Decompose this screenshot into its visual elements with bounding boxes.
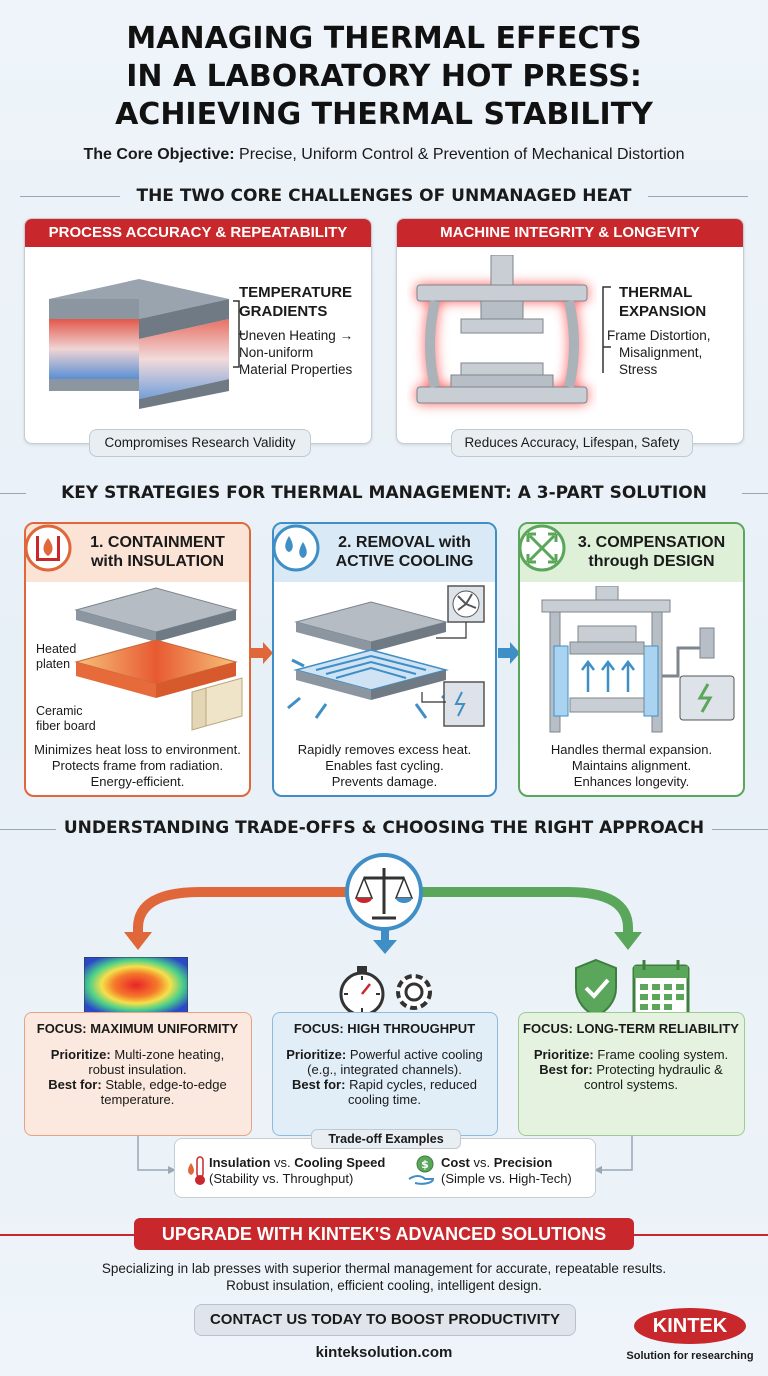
arrow-right-icon bbox=[498, 642, 520, 664]
water-drops-icon bbox=[274, 524, 320, 572]
strategy-description: Minimizes heat loss to environment. Prot… bbox=[34, 742, 241, 789]
tradeoff-examples-box: Trade-off Examples Insulation vs. Coolin… bbox=[174, 1129, 596, 1198]
strategy-card-insulation: 1. CONTAINMENT with INSULATION Heated pl… bbox=[24, 522, 251, 797]
divider bbox=[712, 829, 768, 830]
focus-card-uniformity: FOCUS: MAXIMUM UNIFORMITY Prioritize: Mu… bbox=[24, 1012, 252, 1136]
compensation-design-illustration bbox=[541, 586, 735, 733]
money-hand-icon: $ bbox=[408, 1155, 435, 1185]
upgrade-banner: UPGRADE WITH KINTEK'S ADVANCED SOLUTIONS bbox=[134, 1218, 634, 1250]
focus-card-reliability: FOCUS: LONG-TERM RELIABILITY Prioritize:… bbox=[518, 1012, 745, 1136]
strategy-card-design: 3. COMPENSATION through DESIGN Handles t… bbox=[518, 522, 745, 797]
expansion-arrows-icon bbox=[520, 524, 566, 572]
bracket-icon bbox=[233, 300, 245, 368]
tradeoff-examples-title: Trade-off Examples bbox=[311, 1129, 461, 1149]
stopwatch-gear-icon bbox=[339, 966, 432, 1017]
connector-lines bbox=[137, 1136, 633, 1174]
thermometer-flame-icon bbox=[188, 1156, 205, 1185]
cta-description: Specializing in lab presses with superio… bbox=[101, 1261, 667, 1293]
tradeoff-branches bbox=[124, 887, 642, 954]
label-heated-platen: Heated platen bbox=[36, 642, 77, 671]
footer-pill: Compromises Research Validity bbox=[89, 429, 311, 457]
challenge-card-integrity: MACHINE INTEGRITY & LONGEVITY THERMAL EX… bbox=[396, 218, 744, 457]
divider bbox=[742, 493, 768, 494]
strategy-card-cooling: 2. REMOVAL with ACTIVE COOLING Rapidly r… bbox=[272, 522, 497, 797]
challenge-card-accuracy: PROCESS ACCURACY & REPEATABILITY TEMPERA… bbox=[24, 218, 372, 457]
contact-button[interactable]: CONTACT US TODAY TO BOOST PRODUCTIVITY bbox=[194, 1304, 576, 1336]
tradeoffs-heading: UNDERSTANDING TRADE-OFFS & CHOOSING THE … bbox=[63, 818, 705, 838]
label-gradients: GRADIENTS bbox=[239, 303, 328, 320]
bracket-icon bbox=[602, 286, 611, 373]
kintek-logo: KINTEK bbox=[634, 1308, 746, 1344]
heatmap-uniformity-icon bbox=[84, 957, 188, 1013]
strategies-heading: KEY STRATEGIES FOR THERMAL MANAGEMENT: A… bbox=[61, 483, 707, 503]
svg-text:$: $ bbox=[421, 1158, 429, 1171]
tradeoff-example-2: Cost vs. Precision (Simple vs. High-Tech… bbox=[441, 1155, 572, 1186]
temperature-gradient-block-icon bbox=[49, 279, 229, 409]
logo-tagline: Solution for researching bbox=[626, 1350, 754, 1362]
website-link[interactable]: kinteksolution.com bbox=[315, 1344, 453, 1361]
label-temperature: TEMPERATURE bbox=[239, 284, 353, 301]
challenges-heading: THE TWO CORE CHALLENGES OF UNMANAGED HEA… bbox=[136, 186, 632, 206]
arrow-right-icon bbox=[251, 642, 273, 664]
tradeoff-example-1: Insulation vs. Cooling Speed (Stability … bbox=[209, 1155, 386, 1186]
divider bbox=[0, 493, 26, 494]
focus-card-throughput: FOCUS: HIGH THROUGHPUT Prioritize: Power… bbox=[272, 1012, 498, 1136]
strategy-description: Rapidly removes excess heat. Enables fas… bbox=[297, 742, 472, 789]
card-header: PROCESS ACCURACY & REPEATABILITY bbox=[25, 219, 371, 247]
divider bbox=[20, 196, 120, 197]
heated-platen-illustration bbox=[74, 587, 243, 731]
divider bbox=[648, 196, 748, 197]
page-title: MANAGING THERMAL EFFECTS IN A LABORATORY… bbox=[115, 21, 653, 132]
distorted-frame-icon bbox=[407, 255, 597, 430]
divider bbox=[0, 829, 56, 830]
strategy-description: Handles thermal expansion. Maintains ali… bbox=[550, 742, 713, 789]
card-header: MACHINE INTEGRITY & LONGEVITY bbox=[397, 219, 743, 247]
core-objective: The Core Objective: Precise, Uniform Con… bbox=[83, 146, 685, 163]
label-ceramic-fiber: Ceramic fiber board bbox=[36, 704, 96, 733]
footer-pill: Reduces Accuracy, Lifespan, Safety bbox=[451, 429, 693, 457]
label-expansion: EXPANSION bbox=[619, 303, 707, 320]
shield-calendar-icon bbox=[575, 958, 690, 1018]
insulation-flame-icon bbox=[26, 524, 72, 572]
label-thermal: THERMAL bbox=[619, 284, 693, 301]
balance-scale-icon bbox=[345, 853, 423, 931]
active-cooling-illustration bbox=[287, 585, 485, 727]
